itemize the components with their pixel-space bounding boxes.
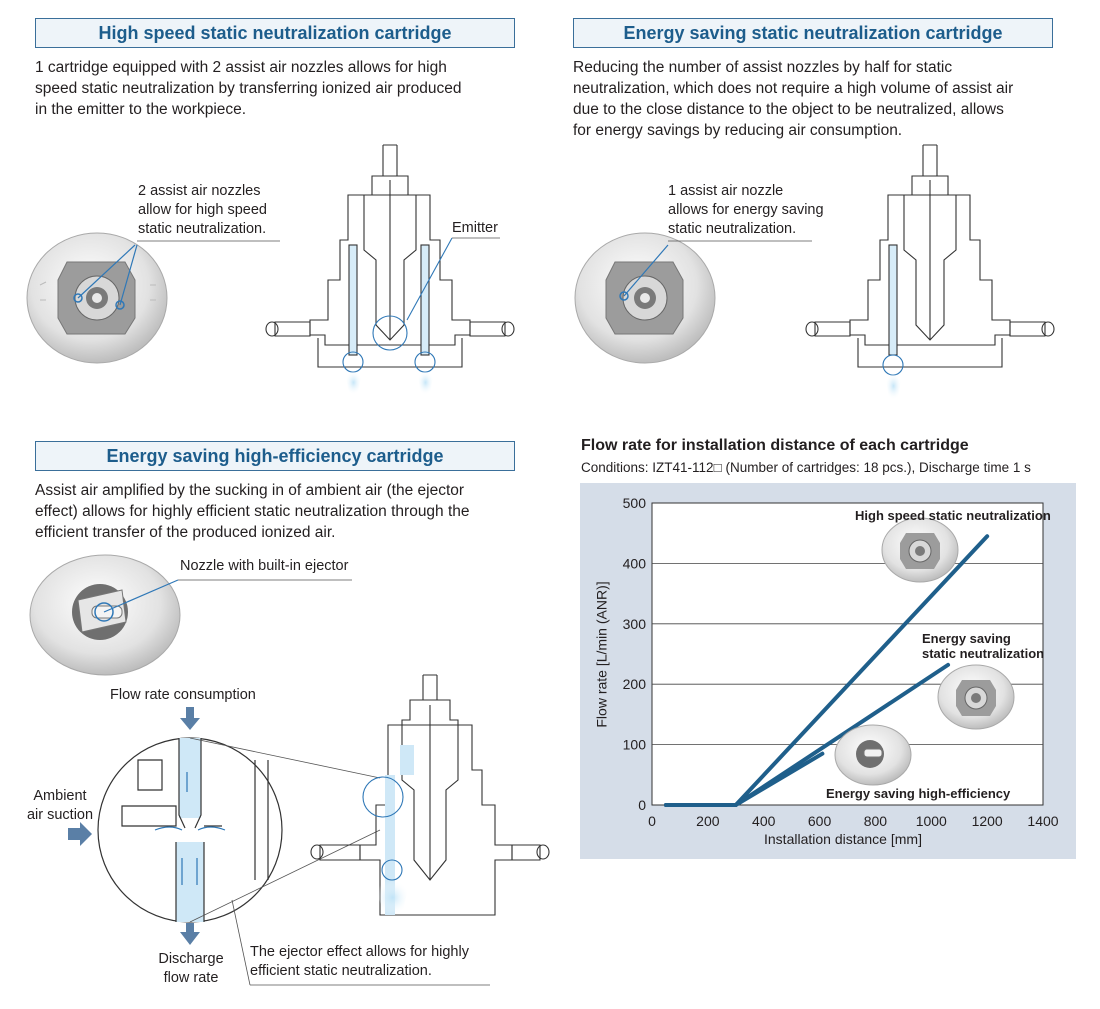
y-tick-label: 300 [623,616,647,632]
series-label-high-efficiency: Energy saving high-efficiency [826,786,1011,801]
energy-saving-description: Reducing the number of assist nozzles by… [573,59,1014,139]
series-label-energy-saving: Energy saving static neutralization [922,631,1045,661]
high-efficiency-description: Assist air amplified by the sucking in o… [35,482,470,541]
cartridge-photo-high-speed [26,232,280,364]
flow-consumption-label: Flow rate consumption [110,687,256,703]
chart-title: Flow rate for installation distance of e… [581,437,969,454]
emitter-label: Emitter [452,220,498,236]
flow-arrow-down-icon [180,707,200,730]
series-photo-high-speed [881,517,959,583]
energy-saving-section-title: Energy saving static neutralization cart… [573,18,1053,48]
chart-tick-labels: 0 100 200 300 400 500 0 200 400 600 800 1000 1200 140… [623,495,1059,829]
cartridge-cross-section-high-efficiency [310,674,550,916]
series-line-2 [663,751,825,807]
chart-series-group [663,534,990,807]
series-label-high-speed: High speed static neutralization [855,508,1051,523]
ejector-nozzle-label: Nozzle with built-in ejector [180,558,349,574]
ejector-note: The ejector effect allows for highly eff… [250,944,469,979]
discharge-label: Discharge flow rate [158,951,224,986]
cartridge-cross-section-high-speed [265,144,515,373]
y-tick-label: 0 [638,797,646,813]
x-tick-label: 1200 [972,813,1003,829]
high-speed-description: 1 cartridge equipped with 2 assist air n… [35,59,462,118]
y-tick-label: 400 [623,555,647,571]
x-tick-label: 200 [696,813,720,829]
high-efficiency-section-title: Energy saving high-efficiency cartridge [35,441,515,471]
x-tick-label: 1000 [916,813,947,829]
high-speed-callout: 2 assist air nozzles allow for high spee… [138,183,267,237]
discharge-arrow-down-icon [180,923,200,945]
ejector-zoom-diagram [97,737,490,986]
series-photo-energy-saving [937,664,1015,730]
x-tick-label: 800 [864,813,888,829]
ambient-arrow-right-icon [68,822,92,846]
high-speed-section-title: High speed static neutralization cartrid… [35,18,515,48]
cartridge-cross-section-energy-saving [805,144,1055,376]
cartridge-photo-high-efficiency [29,554,352,676]
x-tick-label: 400 [752,813,776,829]
y-tick-label: 200 [623,676,647,692]
y-tick-label: 500 [623,495,647,511]
energy-saving-callout: 1 assist air nozzle allows for energy sa… [668,183,824,237]
cartridge-photo-energy-saving [574,232,812,364]
chart-conditions: Conditions: IZT41-112□ (Number of cartri… [581,460,1031,475]
y-tick-label: 100 [623,737,647,753]
series-photo-high-efficiency [834,724,912,786]
x-tick-label: 1400 [1027,813,1058,829]
ambient-air-label: Ambient air suction [26,788,94,823]
chart-xlabel: Installation distance [mm] [764,831,922,847]
x-tick-label: 600 [808,813,832,829]
chart-ylabel: Flow rate [L/min (ANR)] [593,581,610,728]
x-tick-label: 0 [648,813,656,829]
